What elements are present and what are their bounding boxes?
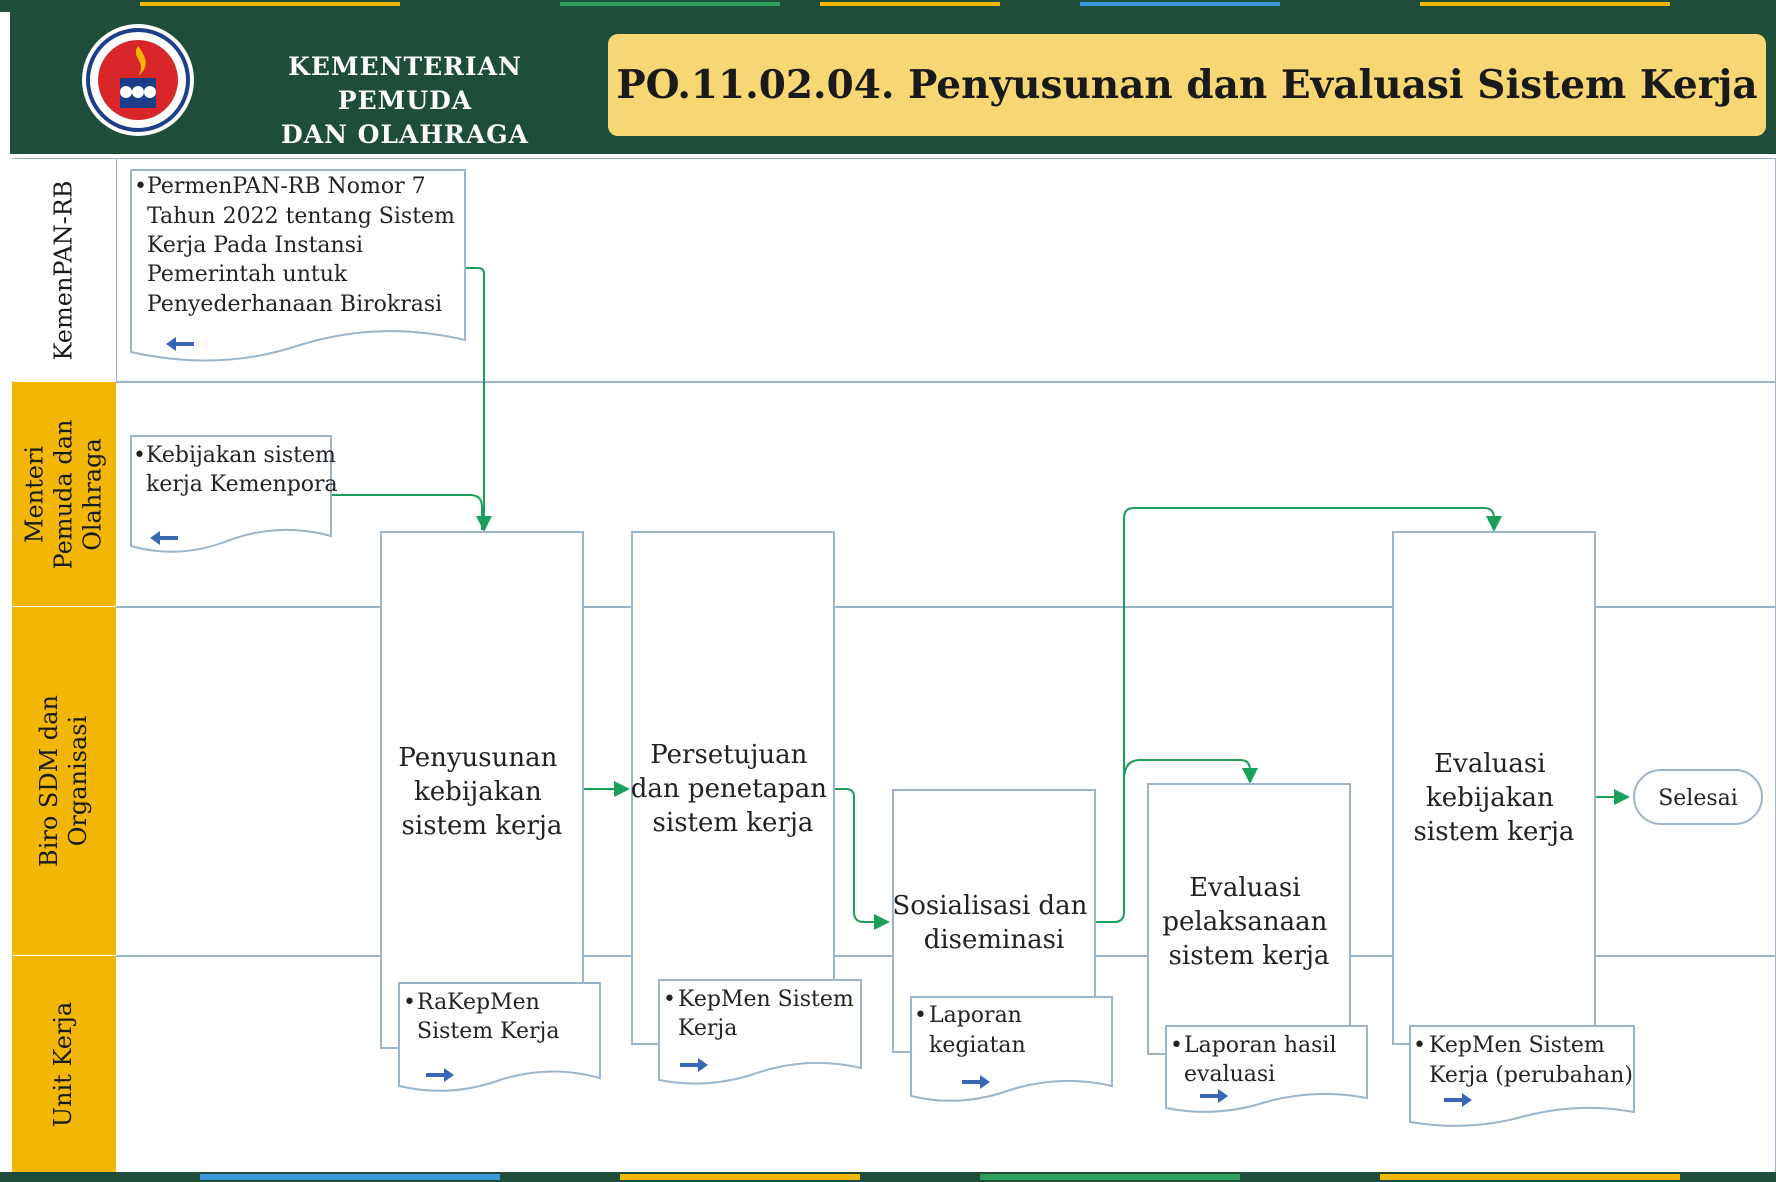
process-persetujuan-label: Persetujuan dan penetapan sistem kerja (631, 740, 835, 838)
lane-label-biro-sdm: Biro SDM dan Organisasi (12, 607, 116, 955)
page-title: PO.11.02.04. Penyusunan dan Evaluasi Sis… (616, 62, 1758, 108)
lane-label-menteri: Menteri Pemuda dan Olahraga (12, 382, 116, 606)
doc-rakepmen-text: • RaKepMen Sistem Kerja (403, 990, 559, 1044)
arrow-right-icon (962, 1075, 990, 1089)
bottom-decorative-stripe (0, 1172, 1776, 1182)
doc-laporan-kegiatan-text: • Laporan kegiatan (914, 1003, 1029, 1058)
process-evaluasi-pelaksanaan-label: Evaluasi pelaksanaan sistem kerja (1162, 873, 1335, 971)
process-persetujuan: Persetujuan dan penetapan sistem kerja (631, 531, 835, 1045)
doc-kepmen: • KepMen Sistem Kerja (658, 979, 862, 1085)
process-penyusunan: Penyusunan kebijakan sistem kerja (380, 531, 584, 1049)
connector-sosialisasi-to-evaluasi-pelaksanaan (1123, 759, 1258, 784)
org-name-line1: KEMENTERIAN PEMUDA (288, 52, 522, 115)
doc-laporan-kegiatan: • Laporan kegiatan (910, 996, 1113, 1102)
connector-sosialisasi-to-evaluasi-kebijakan (1096, 507, 1502, 923)
lane-label-unit-kerja: Unit Kerja (12, 956, 116, 1172)
process-sosialisasi-label: Sosialisasi dan diseminasi (892, 891, 1095, 955)
doc-kebijakan-text: • Kebijakan sistem kerja Kemenpora (133, 443, 343, 497)
process-evaluasi-kebijakan: Evaluasi kebijakan sistem kerja (1392, 531, 1596, 1045)
process-evaluasi-kebijakan-label: Evaluasi kebijakan sistem kerja (1414, 749, 1575, 847)
org-name-line2: DAN OLAHRAGA (281, 120, 529, 149)
arrow-right-icon (680, 1058, 708, 1072)
doc-kepmen-text: • KepMen Sistem Kerja (663, 987, 861, 1041)
connector-persetujuan-to-sosialisasi (834, 788, 890, 930)
org-name: KEMENTERIAN PEMUDA DAN OLAHRAGA (220, 50, 590, 152)
doc-permenpan-text: • PermenPAN-RB Nomor 7 Tahun 2022 tentan… (134, 174, 462, 317)
arrow-right-icon (1444, 1093, 1472, 1107)
doc-kepmen-perubahan: • KepMen Sistem Kerja (perubahan) (1409, 1025, 1635, 1127)
doc-kebijakan: • Kebijakan sistem kerja Kemenpora (130, 435, 343, 553)
process-penyusunan-label: Penyusunan kebijakan sistem kerja (398, 743, 565, 841)
doc-laporan-evaluasi-text: • Laporan hasil evaluasi (1170, 1033, 1344, 1087)
connector-kebijakan-to-penyusunan (330, 494, 483, 530)
end-terminator: Selesai (1633, 769, 1763, 825)
doc-permenpan: • PermenPAN-RB Nomor 7 Tahun 2022 tentan… (130, 169, 466, 362)
process-evaluasi-pelaksanaan: Evaluasi pelaksanaan sistem kerja (1147, 783, 1351, 1055)
ministry-logo-icon (82, 24, 194, 136)
doc-laporan-evaluasi: • Laporan hasil evaluasi (1165, 1025, 1368, 1113)
end-label: Selesai (1658, 786, 1738, 811)
connector-permenpan-to-penyusunan (463, 267, 492, 532)
lane-label-kemenpan: KemenPAN-RB (12, 159, 117, 381)
arrow-right-icon (426, 1068, 454, 1082)
arrow-left-icon (150, 531, 178, 545)
title-box: PO.11.02.04. Penyusunan dan Evaluasi Sis… (608, 34, 1766, 136)
doc-rakepmen: • RaKepMen Sistem Kerja (398, 982, 601, 1092)
arrow-right-icon (1200, 1089, 1228, 1103)
arrow-left-icon (166, 337, 194, 351)
doc-kepmen-perubahan-text: • KepMen Sistem Kerja (perubahan) (1413, 1033, 1633, 1088)
